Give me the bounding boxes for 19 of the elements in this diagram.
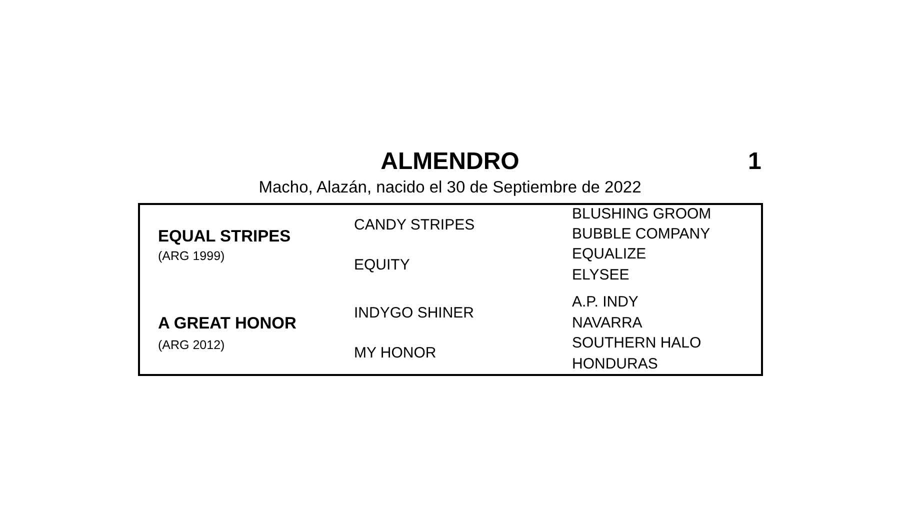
granddam-name: EQUITY xyxy=(354,256,410,274)
entry-number: 1 xyxy=(748,148,762,176)
grandsire-name: CANDY STRIPES xyxy=(354,216,475,234)
great-grandparent-name: ELYSEE xyxy=(572,266,630,284)
great-grandparent-name: BLUSHING GROOM xyxy=(572,205,712,223)
great-grandparent-name: EQUALIZE xyxy=(572,245,646,263)
great-grandparent-name: BUBBLE COMPANY xyxy=(572,225,710,243)
great-grandparent-name: HONDURAS xyxy=(572,355,658,373)
dam-name: A GREAT HONOR xyxy=(158,314,296,334)
sire-name: EQUAL STRIPES xyxy=(158,228,291,246)
horse-name-title: ALMENDRO xyxy=(380,148,520,176)
grandsire-name: INDYGO SHINER xyxy=(354,304,474,322)
great-grandparent-name: NAVARRA xyxy=(572,314,642,332)
dam-origin: (ARG 2012) xyxy=(158,338,225,352)
granddam-name: MY HONOR xyxy=(354,344,436,362)
great-grandparent-name: A.P. INDY xyxy=(572,293,638,311)
great-grandparent-name: SOUTHERN HALO xyxy=(572,334,702,352)
horse-description: Macho, Alazán, nacido el 30 de Septiembre de 2022 xyxy=(258,178,642,198)
sire-origin: (ARG 1999) xyxy=(158,248,225,264)
